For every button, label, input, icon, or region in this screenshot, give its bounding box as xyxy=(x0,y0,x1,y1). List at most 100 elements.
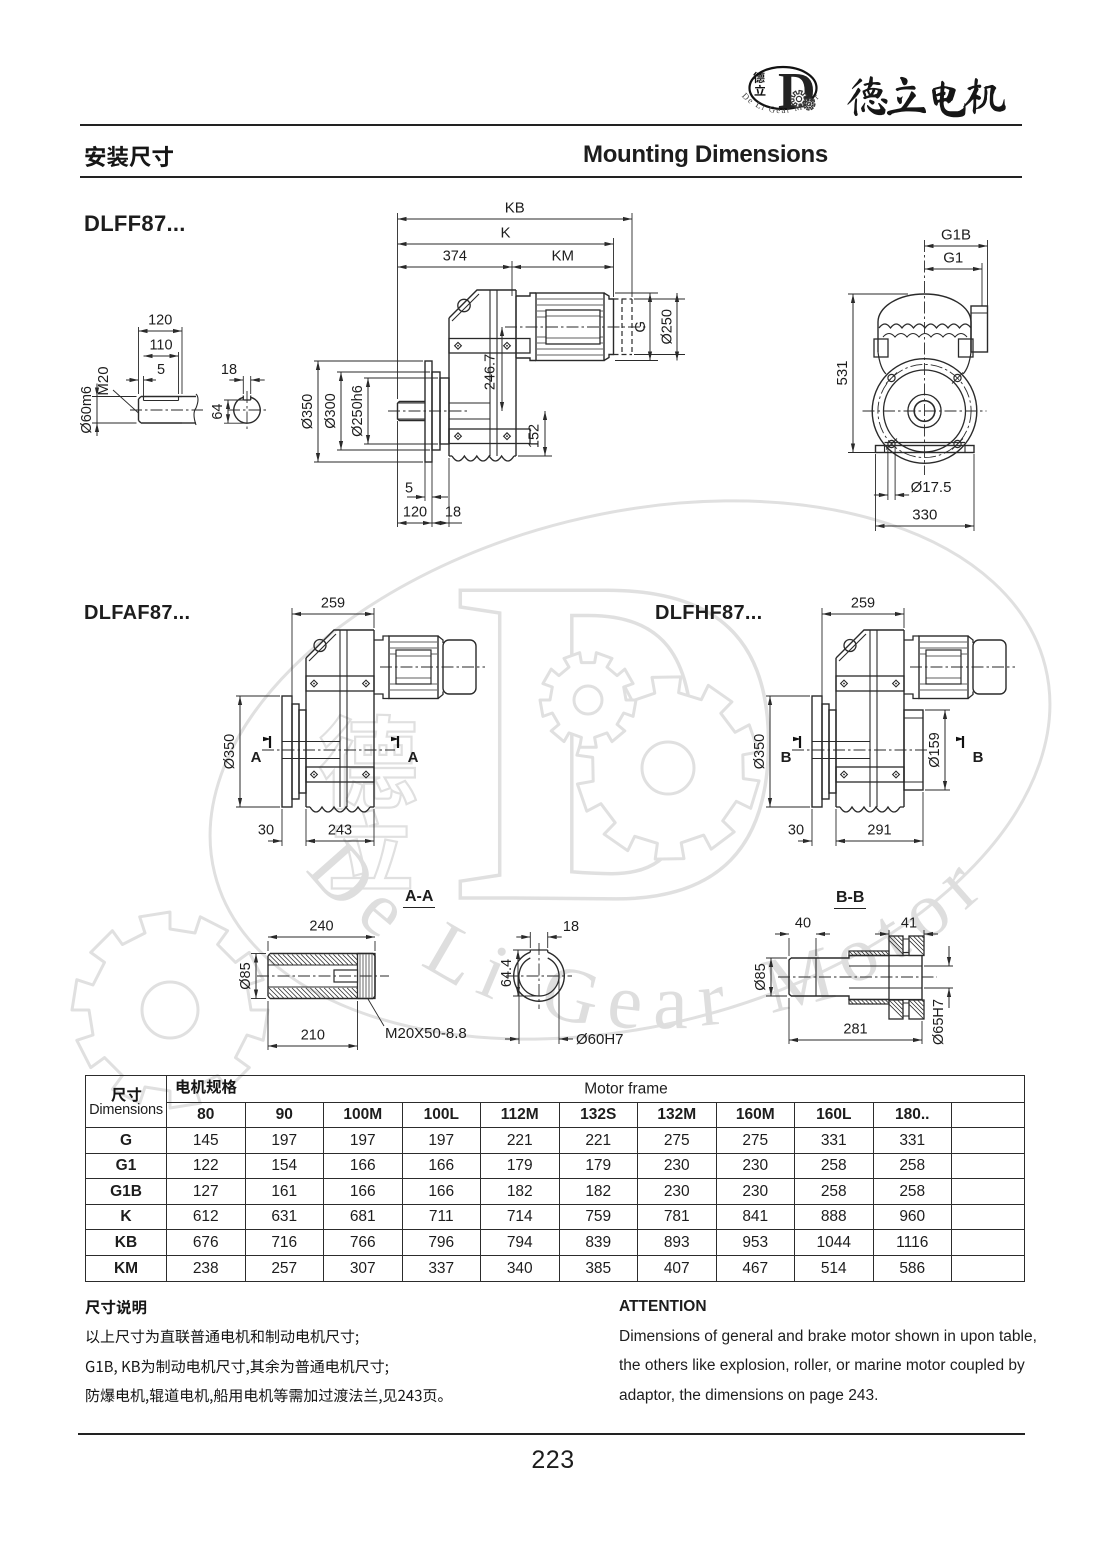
table-cell: 221 xyxy=(480,1127,560,1154)
table-col-4: 112M xyxy=(480,1102,560,1128)
table-cell: 716 xyxy=(244,1229,324,1256)
table-cell: 197 xyxy=(323,1127,403,1154)
notes-en-line3: adaptor, the dimensions on page 243. xyxy=(619,1386,879,1404)
dim-label-bb65: Ø65H7 xyxy=(931,999,947,1045)
table-cell: 796 xyxy=(401,1229,481,1256)
page-number: 223 xyxy=(531,1446,575,1474)
table-header-motor-frame: 电机规格Motor frame xyxy=(166,1075,1025,1103)
section-aa-label: A-A xyxy=(403,888,436,908)
table-cell: 794 xyxy=(480,1229,560,1256)
table-cell: 166 xyxy=(401,1178,481,1205)
page-title-en: Mounting Dimensions xyxy=(583,141,828,168)
dim-label-aa60: Ø60H7 xyxy=(576,1031,624,1048)
dim-label-b5: 5 xyxy=(405,481,413,497)
dim-label-g: G xyxy=(632,321,649,333)
dim-label-d175: Ø17.5 xyxy=(911,479,952,496)
table-cell-empty xyxy=(951,1127,1025,1154)
table-col-1: 90 xyxy=(244,1102,324,1128)
dim-label-kb: KB xyxy=(505,200,525,217)
table-cell: 888 xyxy=(794,1203,874,1231)
table-cell: 781 xyxy=(637,1203,717,1231)
dim-label-bb41: 41 xyxy=(901,916,917,932)
notes-cn-title-path xyxy=(85,1299,147,1315)
table-cell: 230 xyxy=(637,1152,717,1180)
table-cell-empty xyxy=(951,1229,1025,1256)
header-rule xyxy=(80,123,1022,127)
dim-label-c18: 18 xyxy=(221,362,237,378)
dim-label-h531: 531 xyxy=(834,360,851,385)
table-cell: 681 xyxy=(323,1203,403,1231)
table-cell: 841 xyxy=(715,1203,795,1231)
notes-cn-line3-path xyxy=(86,1388,443,1404)
table-row-name: K xyxy=(85,1203,167,1231)
table-cell: 166 xyxy=(323,1178,403,1205)
dim-label-l152: 152 xyxy=(527,424,543,448)
dim-label-d250h6: Ø250h6 xyxy=(350,385,366,437)
dim-label-secB2: B xyxy=(973,749,984,766)
dim-label-s110: 110 xyxy=(149,338,172,354)
dim-label-aa240: 240 xyxy=(309,919,333,935)
table-cell-empty xyxy=(951,1203,1025,1231)
dim-label-l2467: 246.7 xyxy=(483,354,499,390)
notes-en-title: ATTENTION xyxy=(619,1298,707,1315)
table-cell: 331 xyxy=(794,1127,874,1154)
table-dim-cn-path xyxy=(110,1087,141,1102)
dim-label-d350: Ø350 xyxy=(300,394,316,429)
dim-label-hfbot: 291 xyxy=(867,823,891,839)
table-cell: 676 xyxy=(166,1229,246,1256)
dim-label-aa85: Ø85 xyxy=(238,962,254,989)
dim-label-m20: M20 xyxy=(95,366,112,395)
brand-logo xyxy=(741,65,819,114)
table-cell: 230 xyxy=(637,1178,717,1205)
dim-label-g1: G1 xyxy=(943,250,963,267)
table-cell: 1044 xyxy=(794,1229,874,1256)
table-cell: 766 xyxy=(323,1229,403,1256)
table-cell: 182 xyxy=(558,1178,638,1205)
table-cell: 612 xyxy=(166,1203,246,1231)
dim-label-b120: 120 xyxy=(403,505,427,521)
table-row-name: G1 xyxy=(85,1152,167,1180)
table-cell-empty xyxy=(951,1254,1025,1282)
table-cell: 197 xyxy=(244,1127,324,1154)
dimension-table: 尺寸Dimensions电机规格Motor frame8090100M100L1… xyxy=(85,1075,1025,1282)
table-col-5: 132S xyxy=(558,1102,638,1128)
table-row-name: KB xyxy=(85,1229,167,1256)
table-cell: 182 xyxy=(480,1178,560,1205)
table-row-name: G1B xyxy=(85,1178,167,1205)
notes-cn-line2-path xyxy=(85,1359,389,1375)
dim-label-l374: 374 xyxy=(443,249,467,265)
dim-label-aa210: 210 xyxy=(301,1028,325,1044)
table-cell: 331 xyxy=(872,1127,952,1154)
table-cell: 407 xyxy=(637,1254,717,1282)
table-cell: 166 xyxy=(401,1152,481,1180)
dim-label-hf350: Ø350 xyxy=(752,734,768,769)
table-cell: 631 xyxy=(244,1203,324,1231)
footer-rule xyxy=(78,1433,1025,1435)
title-rule xyxy=(80,175,1022,178)
dim-label-aa644: 64.4 xyxy=(499,959,515,987)
table-cell: 275 xyxy=(637,1127,717,1154)
table-col-6: 132M xyxy=(637,1102,717,1128)
table-col-7: 160M xyxy=(715,1102,795,1128)
dim-label-afbot: 243 xyxy=(328,823,352,839)
dim-label-k: K xyxy=(500,225,510,242)
table-cell: 1116 xyxy=(872,1229,952,1256)
table-cell: 839 xyxy=(558,1229,638,1256)
table-cell: 307 xyxy=(323,1254,403,1282)
model-dlfhf87: DLFHF87... xyxy=(655,602,763,624)
dim-label-secA1: A xyxy=(251,749,262,766)
table-cell: 258 xyxy=(794,1178,874,1205)
dim-label-secB1: B xyxy=(781,749,792,766)
section-bb-label: B-B xyxy=(834,889,867,909)
table-col-2: 100M xyxy=(323,1102,403,1128)
